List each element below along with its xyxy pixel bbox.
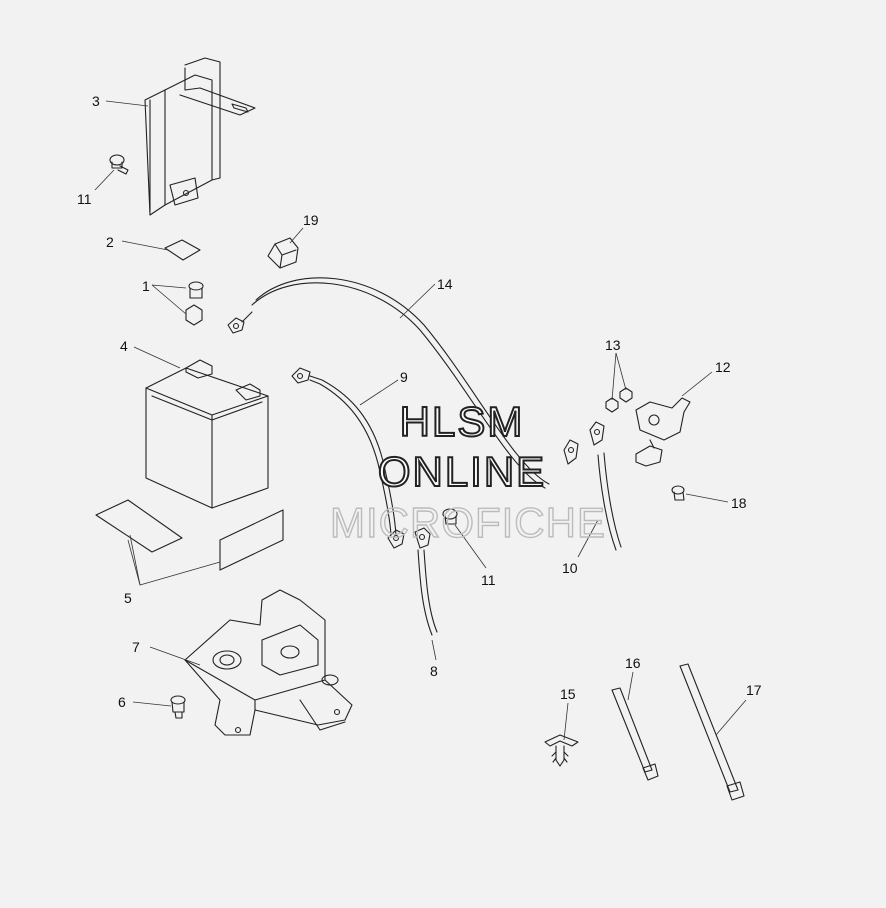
cable-part-14 bbox=[251, 277, 550, 489]
callout-19: 19 bbox=[303, 212, 319, 228]
callout-6: 6 bbox=[118, 694, 126, 710]
callout-15: 15 bbox=[560, 686, 576, 702]
bolt-part-11-top bbox=[109, 154, 129, 175]
callout-12: 12 bbox=[715, 359, 731, 375]
bracket-part-3 bbox=[144, 57, 256, 216]
callouts: 3 11 2 19 1 14 4 9 13 12 18 11 10 5 7 8 … bbox=[77, 93, 762, 710]
watermark-line-2: ONLINE bbox=[378, 448, 546, 495]
callout-11-top: 11 bbox=[77, 191, 92, 207]
cap-part-19 bbox=[267, 237, 299, 269]
cable-part-8 bbox=[387, 527, 438, 636]
callout-14: 14 bbox=[437, 276, 453, 292]
strap-part-17 bbox=[679, 663, 745, 801]
tray-part-7 bbox=[184, 589, 353, 736]
watermark-line-3: MICROFICHE bbox=[330, 499, 606, 546]
callout-17: 17 bbox=[746, 682, 762, 698]
strap-part-16 bbox=[611, 687, 659, 781]
ring-terminal bbox=[227, 311, 253, 334]
leader-lines bbox=[94, 100, 747, 741]
cable-part-10 bbox=[563, 421, 622, 551]
bolt-part-18 bbox=[671, 485, 685, 501]
decals-part-5 bbox=[95, 499, 284, 571]
callout-11-middle: 11 bbox=[481, 572, 496, 588]
bolt-part-11-middle bbox=[442, 508, 458, 525]
callout-3: 3 bbox=[92, 93, 100, 109]
callout-7: 7 bbox=[132, 639, 140, 655]
clip-part-15 bbox=[544, 734, 579, 767]
callout-18: 18 bbox=[731, 495, 747, 511]
callout-16: 16 bbox=[625, 655, 641, 671]
callout-13: 13 bbox=[605, 337, 621, 353]
pad-part-2 bbox=[164, 239, 201, 261]
bolt-nut-part-1 bbox=[185, 281, 204, 326]
callout-9: 9 bbox=[400, 369, 408, 385]
solenoid-part-12 bbox=[635, 397, 691, 467]
watermark: HLSM ONLINE MICROFICHE bbox=[329, 397, 606, 547]
callout-8: 8 bbox=[430, 663, 438, 679]
watermark-line-1: HLSM bbox=[400, 398, 525, 445]
nuts-part-13 bbox=[605, 387, 633, 413]
battery-part-4 bbox=[145, 359, 269, 509]
callout-1: 1 bbox=[142, 278, 150, 294]
callout-4: 4 bbox=[120, 338, 128, 354]
callout-2: 2 bbox=[106, 234, 114, 250]
bolt-part-6 bbox=[170, 695, 186, 719]
callout-10: 10 bbox=[562, 560, 578, 576]
callout-5: 5 bbox=[124, 590, 132, 606]
cable-part-9 bbox=[291, 367, 397, 536]
